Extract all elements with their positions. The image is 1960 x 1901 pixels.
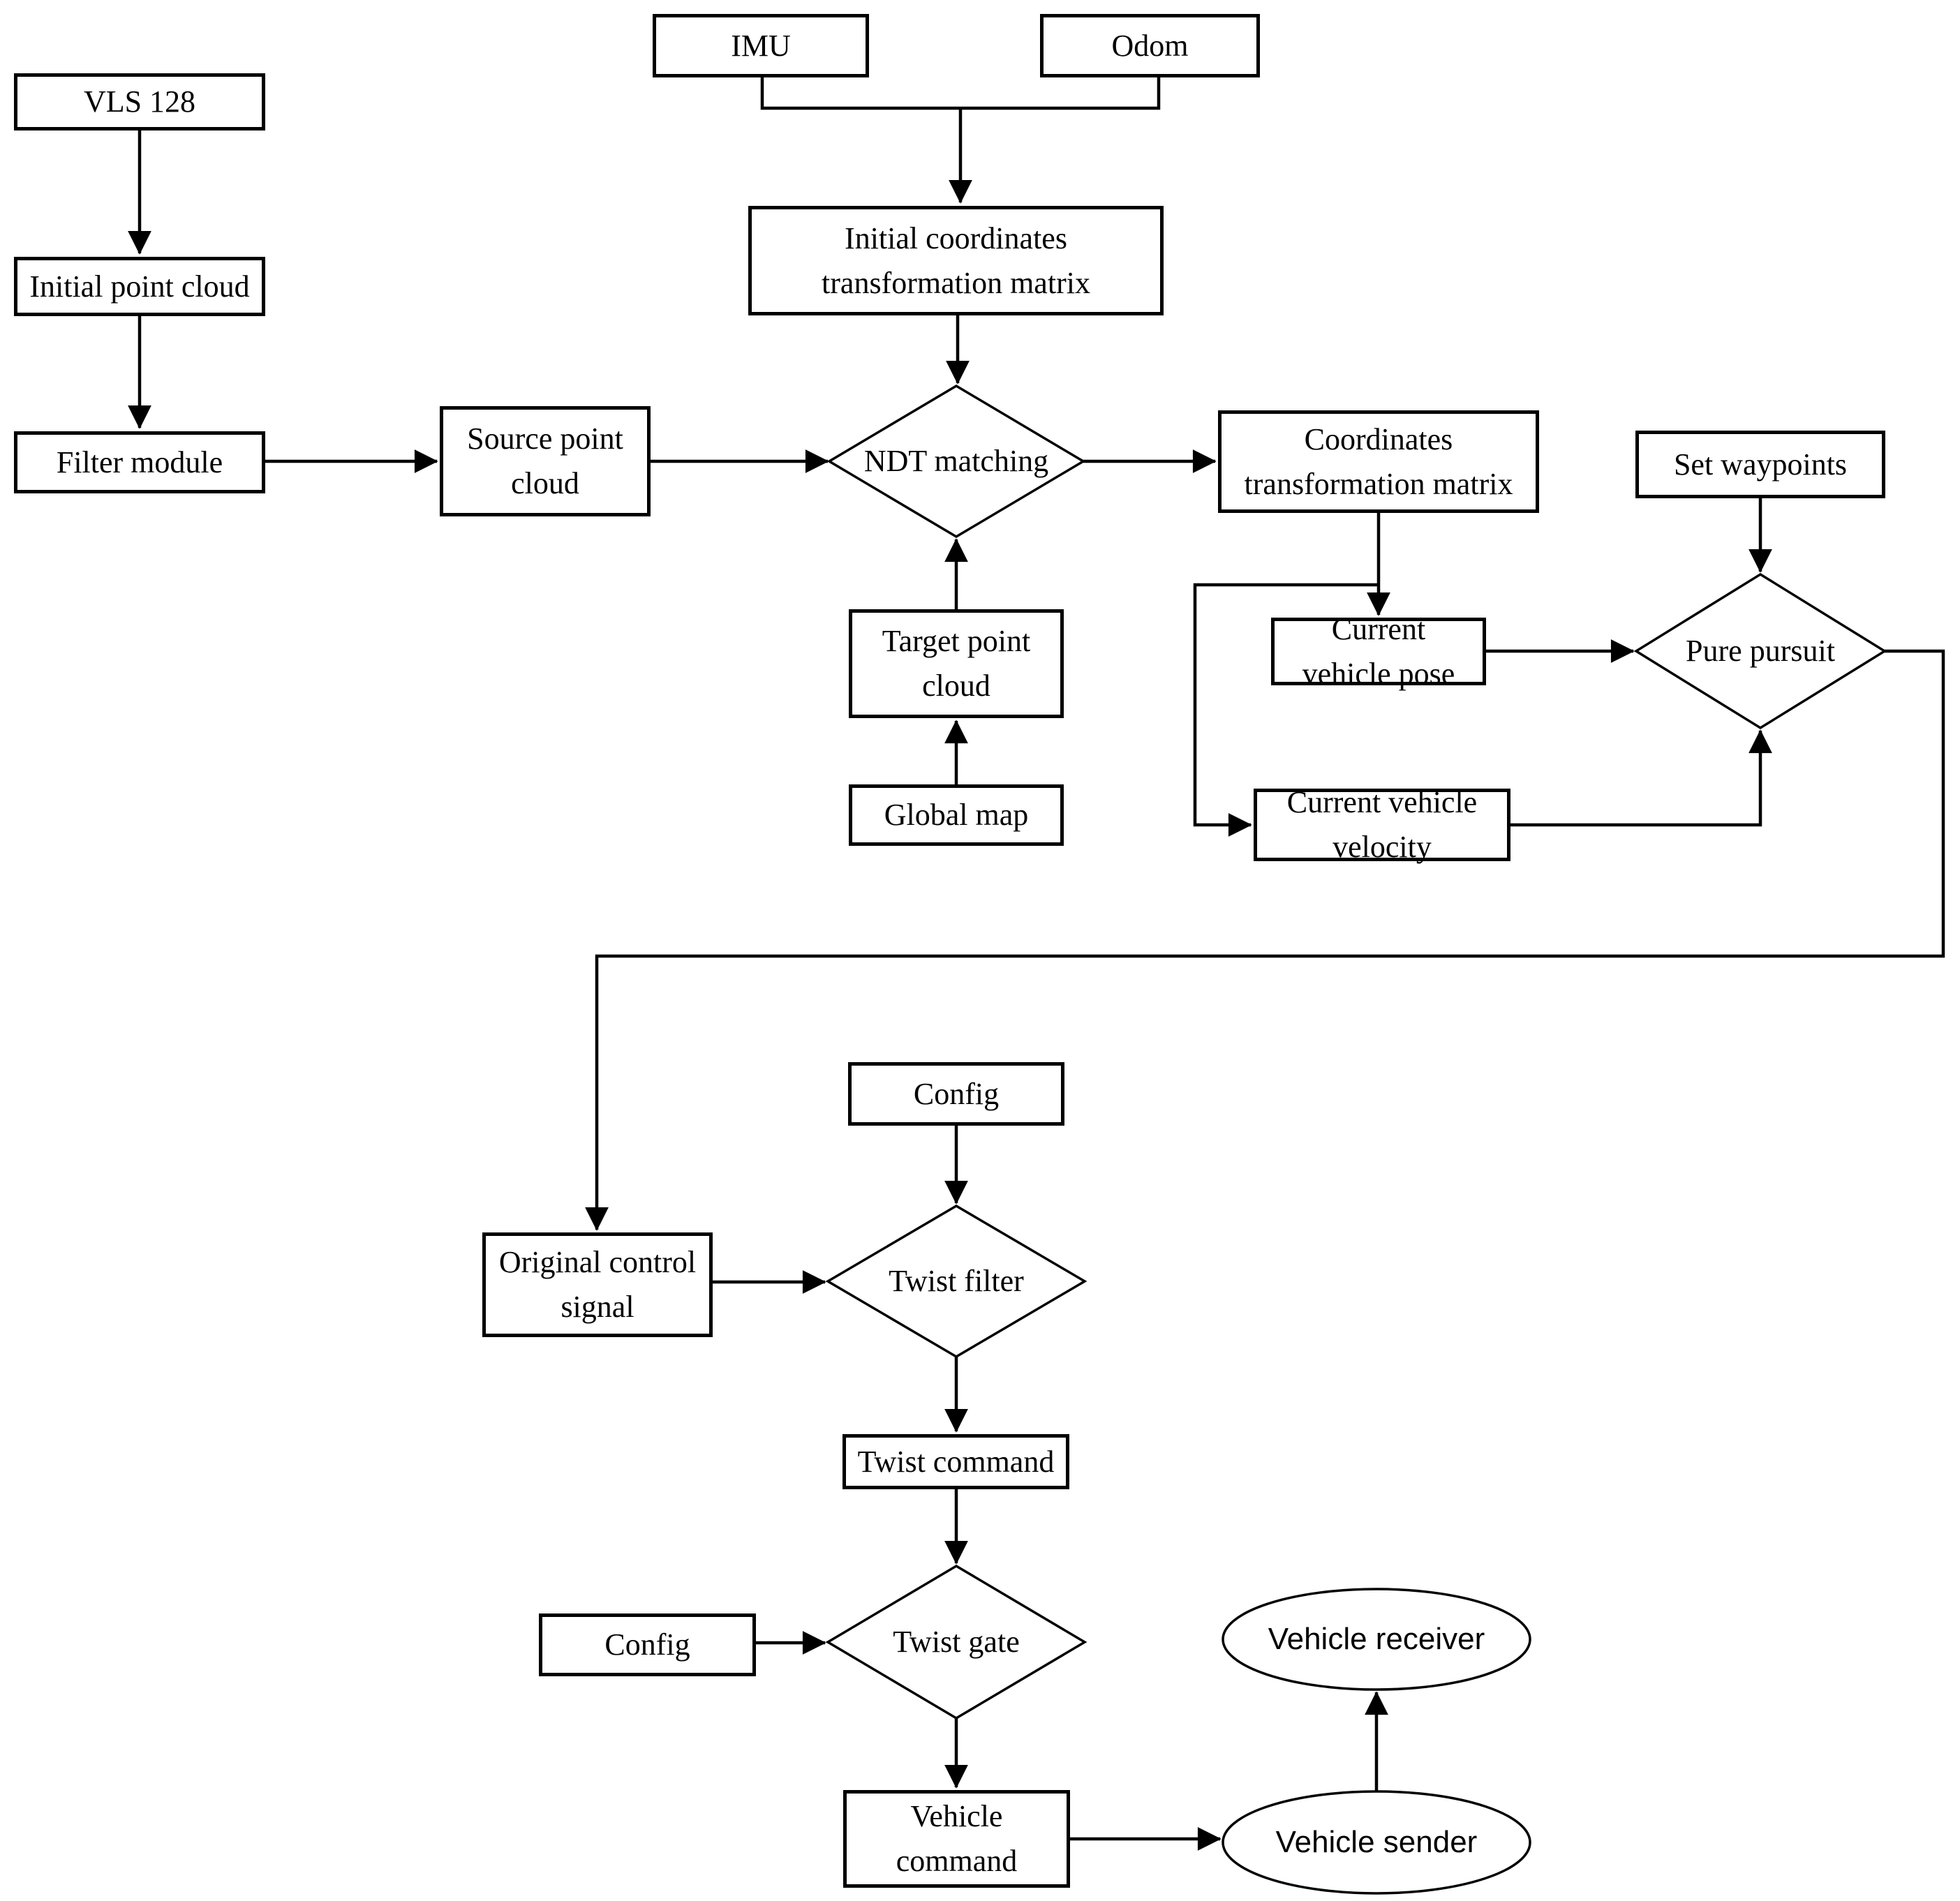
node-set-waypoints-label: Set waypoints [1673,447,1848,482]
node-coordinates-transformation-matrix-label: Coordinates transformation matrix [1244,422,1513,501]
node-config-top: Config [848,1062,1064,1126]
node-current-vehicle-velocity-label: Current vehicle velocity [1286,785,1478,864]
node-vehicle-sender: Vehicle sender [1237,1814,1516,1870]
node-twist-gate-label: Twist gate [893,1625,1020,1660]
node-twist-gate: Twist gate [838,1614,1075,1670]
node-imu: IMU [653,14,869,77]
node-vehicle-command-label: Vehicle command [896,1799,1018,1878]
node-pure-pursuit: Pure pursuit [1642,623,1879,679]
node-odom: Odom [1040,14,1260,77]
node-odom-label: Odom [1111,28,1189,63]
node-vehicle-receiver: Vehicle receiver [1237,1611,1516,1667]
edge-current-vehicle-velocity-to-pure-pursuit [1510,729,1772,827]
node-twist-filter-label: Twist filter [889,1264,1024,1299]
node-config-bottom: Config [539,1613,756,1676]
node-set-waypoints: Set waypoints [1635,431,1885,498]
node-config-top-label: Config [913,1076,1000,1111]
twist-gate-diamond [825,1564,1087,1720]
node-current-vehicle-pose-label: Current vehicle pose [1302,611,1455,691]
edge-imu-odom-merge [760,77,1161,110]
node-original-control-signal-label: Original control signal [498,1245,697,1324]
pure-pursuit-diamond [1633,572,1887,730]
node-twist-filter: Twist filter [838,1253,1075,1309]
node-vehicle-command: Vehicle command [843,1790,1070,1888]
node-source-point-cloud-label: Source point cloud [467,422,623,500]
node-imu-label: IMU [731,28,791,63]
node-original-control-signal: Original control signal [482,1232,713,1337]
node-vehicle-receiver-label: Vehicle receiver [1268,1622,1485,1657]
node-global-map: Global map [849,784,1064,846]
vehicle-receiver-ellipse [1222,1588,1531,1691]
vehicle-sender-ellipse [1222,1790,1531,1895]
node-pure-pursuit-label: Pure pursuit [1686,634,1835,669]
ndt-matching-diamond [826,384,1086,539]
node-filter-module-label: Filter module [56,445,223,479]
node-initial-coordinates-transformation-matrix: Initial coordinates transformation matri… [748,206,1164,315]
node-global-map-label: Global map [884,798,1029,833]
twist-filter-diamond [825,1204,1087,1359]
node-target-point-cloud-label: Target point cloud [882,624,1031,703]
node-vehicle-sender-label: Vehicle sender [1275,1825,1478,1860]
node-filter-module: Filter module [14,431,265,493]
node-vls-128: VLS 128 [14,73,265,131]
edge-coordinates-matrix-to-current-vehicle-velocity [1193,583,1379,837]
node-vls-128-label: VLS 128 [83,84,196,119]
node-source-point-cloud: Source point cloud [440,406,651,516]
node-target-point-cloud: Target point cloud [849,609,1064,718]
node-current-vehicle-pose: Current vehicle pose [1271,612,1486,691]
node-twist-command-label: Twist command [857,1444,1055,1479]
node-initial-point-cloud-label: Initial point cloud [29,269,250,304]
node-initial-point-cloud: Initial point cloud [14,257,265,316]
node-initial-coordinates-transformation-matrix-label: Initial coordinates transformation matri… [822,221,1090,300]
node-coordinates-transformation-matrix: Coordinates transformation matrix [1218,410,1539,513]
node-current-vehicle-velocity: Current vehicle velocity [1254,785,1510,864]
node-ndt-matching: NDT matching [838,433,1075,489]
edge-pure-pursuit-to-original-control-signal [585,649,1945,1231]
node-config-bottom-label: Config [604,1627,690,1662]
node-twist-command: Twist command [842,1434,1069,1489]
node-ndt-matching-label: NDT matching [863,444,1049,479]
